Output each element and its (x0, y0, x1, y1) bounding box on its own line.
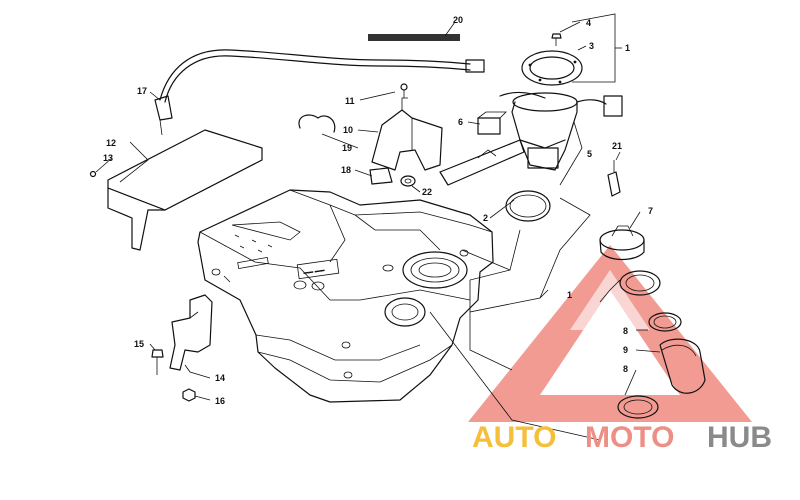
callout-6: 6 (458, 117, 463, 127)
watermark-triangle-logo (468, 245, 752, 422)
callout-16: 16 (215, 396, 225, 406)
callout-8-upper: 8 (623, 326, 628, 336)
leader-lines (95, 13, 661, 441)
callout-17: 17 (137, 86, 147, 96)
fuel-line-hose (154, 49, 485, 136)
callout-11: 11 (345, 96, 355, 106)
shield-screw (89, 170, 97, 178)
fuel-cap (599, 225, 645, 261)
fuel-pump-assembly (439, 91, 623, 186)
svg-text:▬▬ ▬▬: ▬▬ ▬▬ (303, 267, 325, 276)
watermark-word-hub: HUB (707, 421, 772, 454)
pump-connector (477, 111, 507, 135)
filler-hose (659, 338, 706, 394)
callout-21: 21 (612, 141, 622, 151)
bracket-bolt-15 (151, 349, 164, 375)
callout-22: 22 (422, 187, 432, 197)
callout-2: 2 (483, 213, 488, 223)
callout-7: 7 (648, 206, 653, 216)
callout-19: 19 (342, 143, 352, 153)
callout-1-bottom: 1 (567, 290, 572, 300)
watermark-word-auto: AUTO (472, 421, 556, 454)
callout-9: 9 (623, 345, 628, 355)
filler-clamp-upper (619, 270, 661, 296)
grommet (400, 175, 416, 187)
watermark-text: AUTO MOTO HUB (472, 421, 772, 454)
callout-1-top: 1 (625, 43, 630, 53)
callout-15: 15 (134, 339, 144, 349)
level-sender (607, 160, 621, 197)
o-ring-seal (505, 190, 551, 222)
callout-3: 3 (589, 41, 594, 51)
filler-clamp-mid (648, 312, 682, 332)
watermark-word-moto: MOTO (585, 421, 674, 454)
callout-8-lower: 8 (623, 364, 628, 374)
callout-20: 20 (453, 15, 463, 25)
fuel-tank: ▬▬ ▬▬ (197, 189, 494, 403)
wire-sleeve (368, 34, 460, 41)
callout-18: 18 (341, 165, 351, 175)
hex-nut (182, 388, 196, 402)
rubber-pad (369, 167, 393, 185)
callout-5: 5 (587, 149, 592, 159)
callout-labels: 1 1 2 3 4 5 6 7 8 8 9 10 11 12 13 14 15 … (103, 15, 653, 406)
gasket-screw (551, 33, 562, 46)
callout-12: 12 (106, 138, 116, 148)
callout-4: 4 (586, 18, 591, 28)
bracket-bolt (400, 83, 408, 98)
callout-13: 13 (103, 153, 113, 163)
callout-10: 10 (343, 125, 353, 135)
pump-gasket (521, 50, 583, 86)
heat-shield (107, 129, 263, 251)
clamp-strap (298, 114, 336, 133)
mounting-bracket (371, 97, 443, 171)
filler-clamp-lower (617, 395, 659, 419)
callout-14: 14 (215, 373, 225, 383)
tank-strap-bracket (169, 294, 213, 371)
